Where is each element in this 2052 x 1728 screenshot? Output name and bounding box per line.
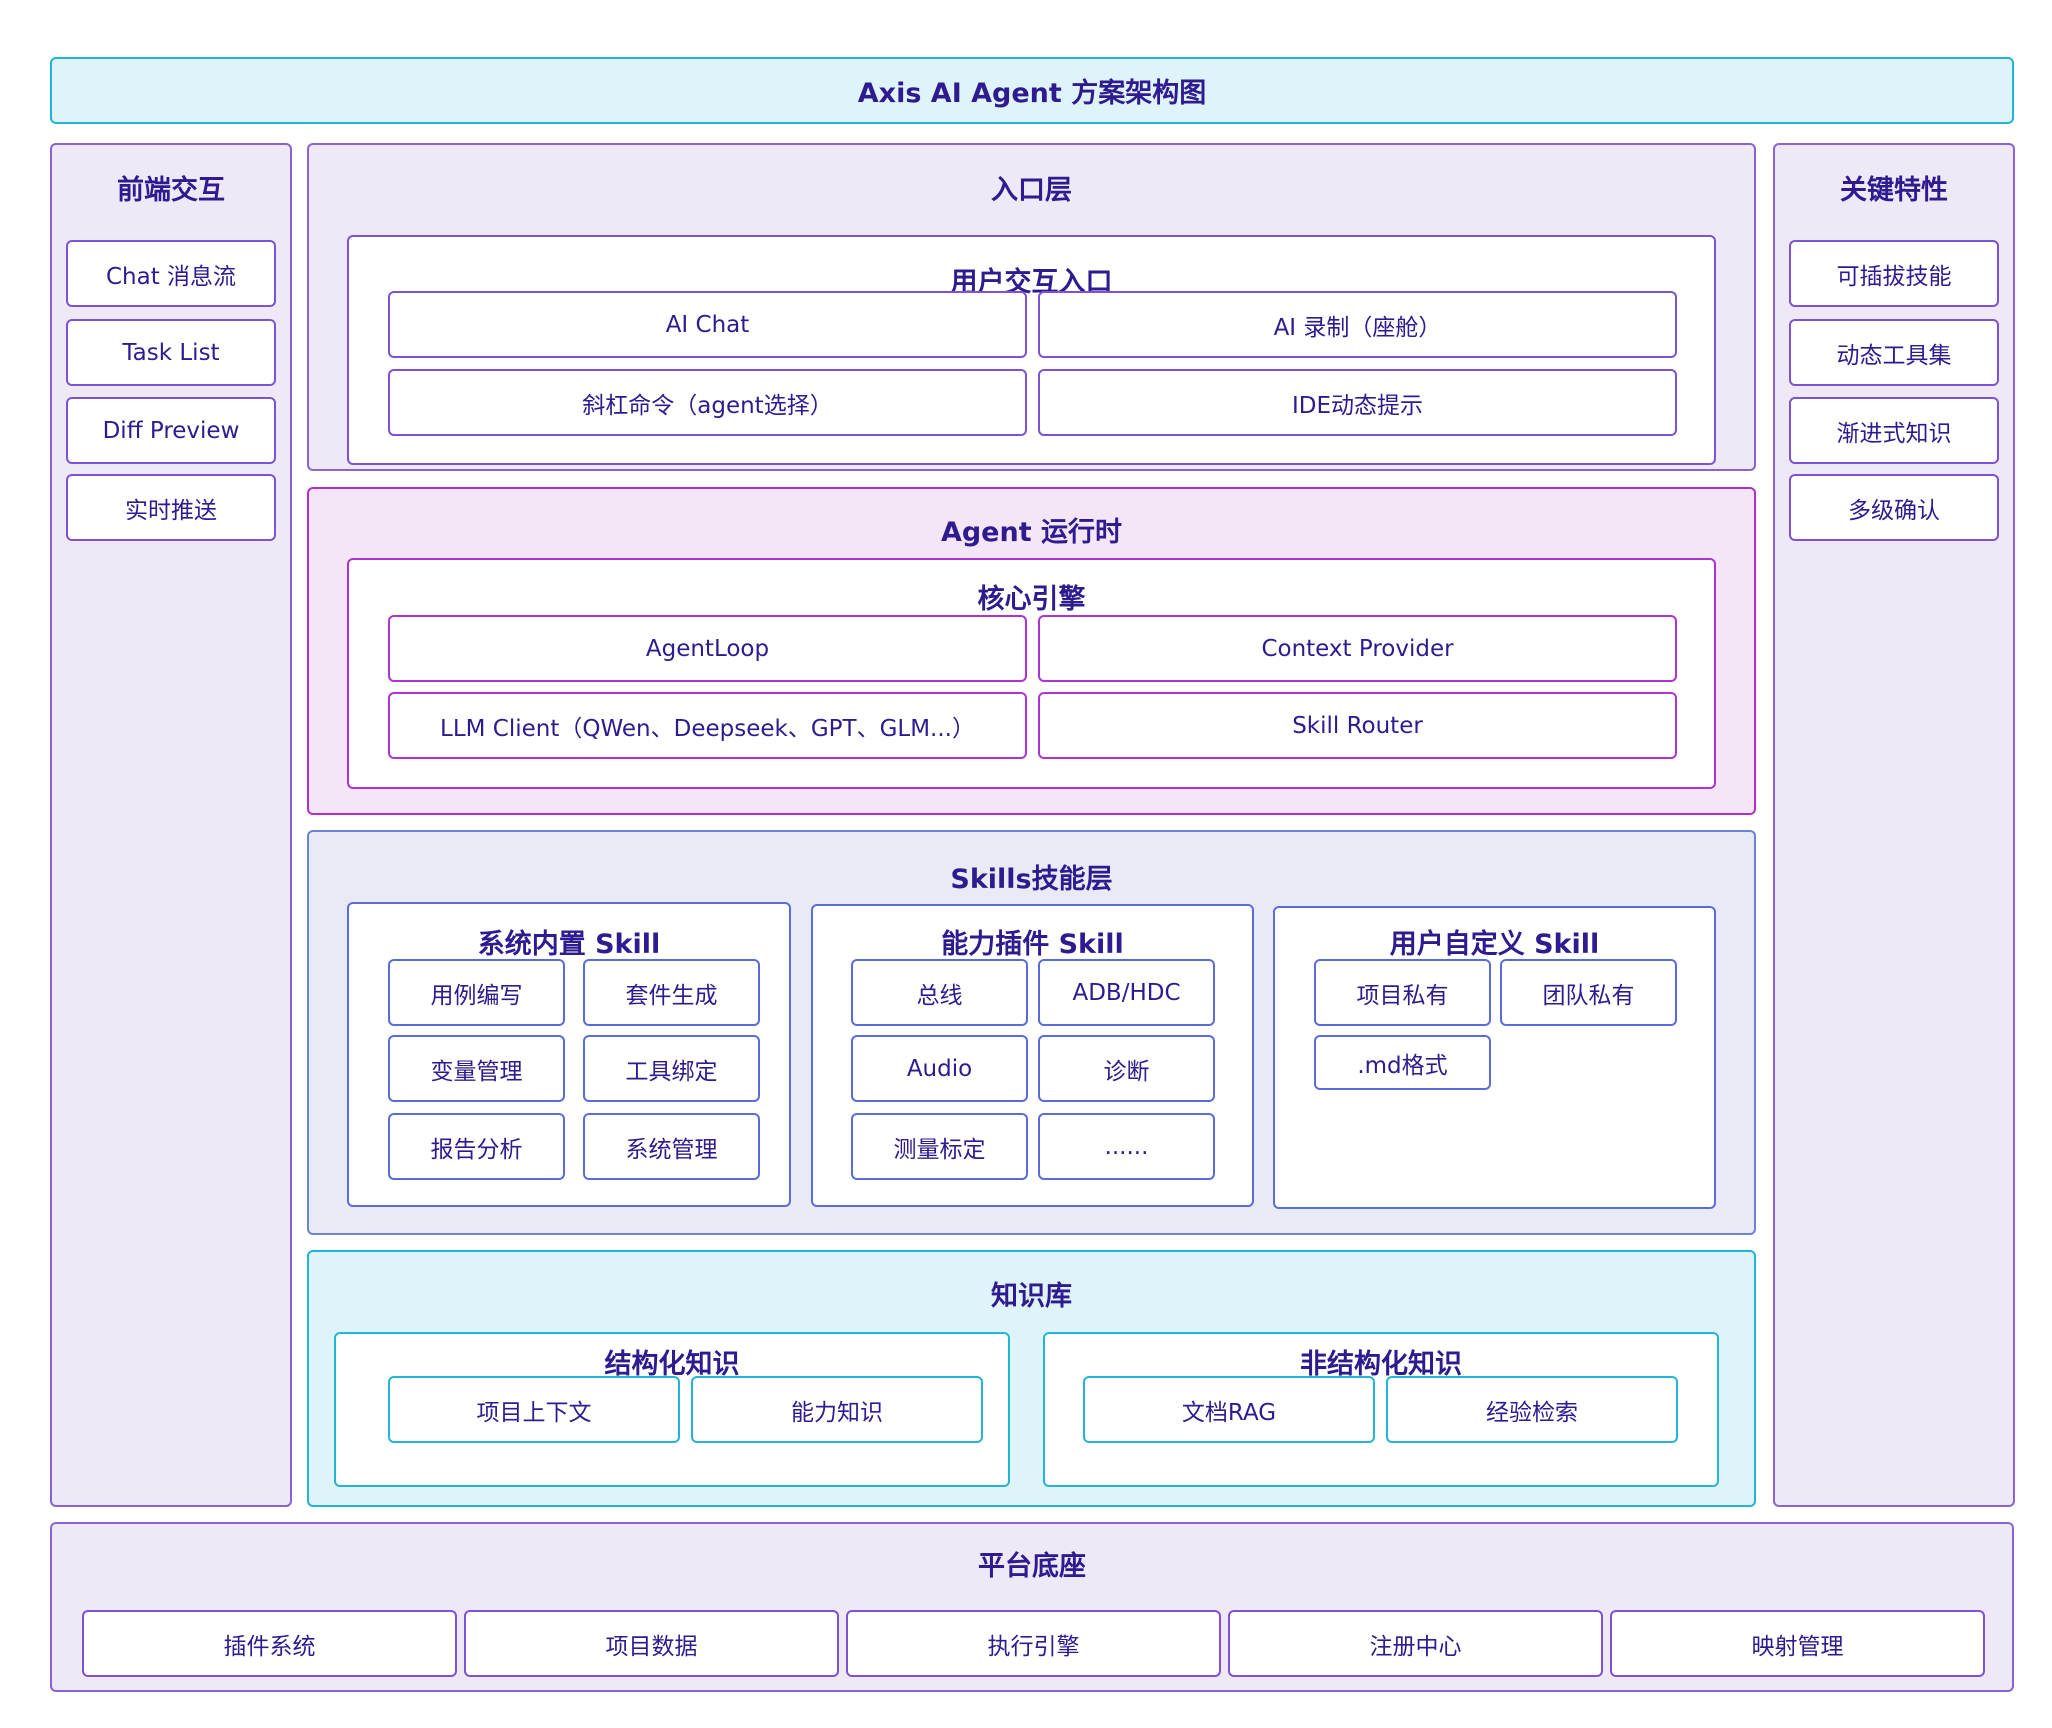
plugin-skill-item: ADB/HDC [1038,959,1215,1026]
builtin-skill-item: 用例编写 [388,959,565,1026]
feature-item: 多级确认 [1789,474,1999,541]
structured-knowledge-title: 结构化知识 [604,1349,740,1380]
platform-item: 注册中心 [1228,1610,1603,1677]
unstructured-knowledge-title: 非结构化知识 [1300,1349,1462,1380]
runtime-layer-title: Agent 运行时 [940,517,1123,548]
runtime-item: LLM Client（QWen、Deepseek、GPT、GLM...） [388,692,1027,759]
frontend-item: Task List [66,319,276,386]
custom-skill-item: 团队私有 [1500,959,1677,1026]
feature-item: 动态工具集 [1789,319,1999,386]
entry-item: AI 录制（座舱） [1038,291,1677,358]
platform-item: 执行引擎 [846,1610,1221,1677]
custom-skill-item: 项目私有 [1314,959,1491,1026]
plugin-skill-item: 测量标定 [851,1113,1028,1180]
plugin-skill-title: 能力插件 Skill [941,929,1124,960]
entry-layer-title: 入口层 [991,175,1072,206]
feature-item: 可插拔技能 [1789,240,1999,307]
skills-layer-title: Skills技能层 [950,864,1113,895]
builtin-skill-item: 套件生成 [583,959,760,1026]
frontend-title: 前端交互 [117,175,225,206]
feature-item: 渐进式知识 [1789,397,1999,464]
runtime-item: Context Provider [1038,615,1677,682]
features-title: 关键特性 [1840,175,1948,206]
platform-item: 插件系统 [82,1610,457,1677]
entry-item: IDE动态提示 [1038,369,1677,436]
entry-item: 斜杠命令（agent选择） [388,369,1027,436]
plugin-skill-item: 总线 [851,959,1028,1026]
knowledge-layer-title: 知识库 [991,1281,1072,1312]
plugin-skill-item: 诊断 [1038,1035,1215,1102]
structured-knowledge-item: 项目上下文 [388,1376,680,1443]
runtime-item: AgentLoop [388,615,1027,682]
frontend-item: 实时推送 [66,474,276,541]
platform-layer-title: 平台底座 [978,1551,1086,1582]
custom-skill-title: 用户自定义 Skill [1389,929,1600,960]
runtime-group-title: 核心引擎 [977,584,1086,615]
plugin-skill-item: Audio [851,1035,1028,1102]
builtin-skill-item: 报告分析 [388,1113,565,1180]
builtin-skill-item: 变量管理 [388,1035,565,1102]
platform-item: 映射管理 [1610,1610,1985,1677]
frontend-item: Chat 消息流 [66,240,276,307]
plugin-skill-item: ...... [1038,1113,1215,1180]
diagram-header: Axis AI Agent 方案架构图 [50,57,2014,124]
runtime-item: Skill Router [1038,692,1677,759]
unstructured-knowledge-item: 经验检索 [1386,1376,1678,1443]
builtin-skill-item: 系统管理 [583,1113,760,1180]
custom-skill-item: .md格式 [1314,1035,1491,1090]
custom-skill-group [1273,906,1716,1209]
builtin-skill-title: 系统内置 Skill [477,929,661,960]
structured-knowledge-item: 能力知识 [691,1376,983,1443]
builtin-skill-item: 工具绑定 [583,1035,760,1102]
entry-item: AI Chat [388,291,1027,358]
platform-item: 项目数据 [464,1610,839,1677]
diagram-title: Axis AI Agent 方案架构图 [857,78,1207,109]
frontend-item: Diff Preview [66,397,276,464]
unstructured-knowledge-item: 文档RAG [1083,1376,1375,1443]
